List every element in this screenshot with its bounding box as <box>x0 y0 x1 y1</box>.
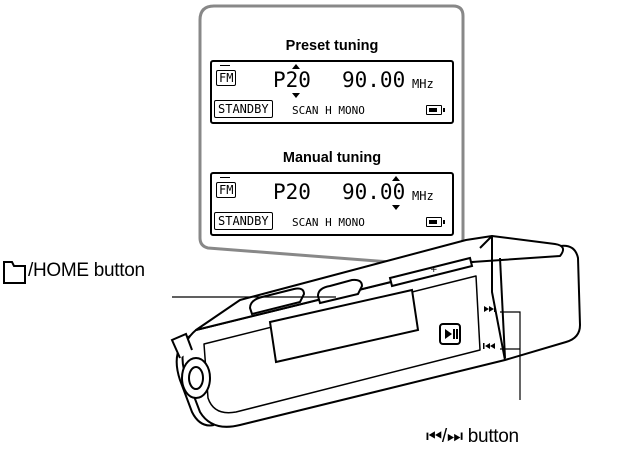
display-window <box>268 288 420 364</box>
skip-buttons <box>483 306 496 349</box>
status-badge: STANDBY <box>214 100 273 118</box>
strap-loop <box>170 332 211 399</box>
indicator-row: SCAN H MONO <box>292 216 365 229</box>
frequency-up-arrow <box>392 176 400 181</box>
indicator-row: SCAN H MONO <box>292 104 365 117</box>
skip-leader <box>500 311 521 400</box>
band-indicator: FM <box>216 182 237 198</box>
frequency-readout: 90.00 <box>342 180 406 204</box>
band-indicator: FM <box>216 70 237 86</box>
antenna-icon <box>220 65 230 71</box>
preset-down-arrow <box>292 93 300 98</box>
preset-caption: Preset tuning <box>285 38 379 54</box>
manual-lcd: FM P20 90.00 MHz STANDBY SCAN H MONO <box>210 172 454 236</box>
preset-number: P20 <box>273 68 311 92</box>
frequency-unit: MHz <box>412 189 434 203</box>
folder-icon <box>3 261 26 284</box>
preset-up-arrow <box>292 64 300 69</box>
preset-lcd: FM P20 90.00 MHz STANDBY SCAN H MONO <box>210 60 454 124</box>
frequency-unit: MHz <box>412 77 434 91</box>
skip-button-label: ⏮/⏭ button <box>426 426 519 448</box>
home-button-label: /HOME button <box>28 260 145 281</box>
svg-text:+: + <box>430 265 438 275</box>
manual-caption: Manual tuning <box>282 150 382 166</box>
skip-back-icon: ⏮ <box>426 426 442 447</box>
frequency-readout: 90.00 <box>342 68 406 92</box>
battery-icon <box>426 105 445 115</box>
skip-button-text: button <box>467 426 519 447</box>
label-separator: / <box>441 426 447 447</box>
status-badge: STANDBY <box>214 212 273 230</box>
skip-forward-icon: ⏭ <box>446 426 463 447</box>
preset-number: P20 <box>273 180 311 204</box>
antenna-icon <box>220 177 230 183</box>
top-buttons: + <box>248 256 474 316</box>
battery-icon <box>426 217 445 227</box>
play-pause-icon <box>439 323 461 345</box>
frequency-down-arrow <box>392 205 400 210</box>
